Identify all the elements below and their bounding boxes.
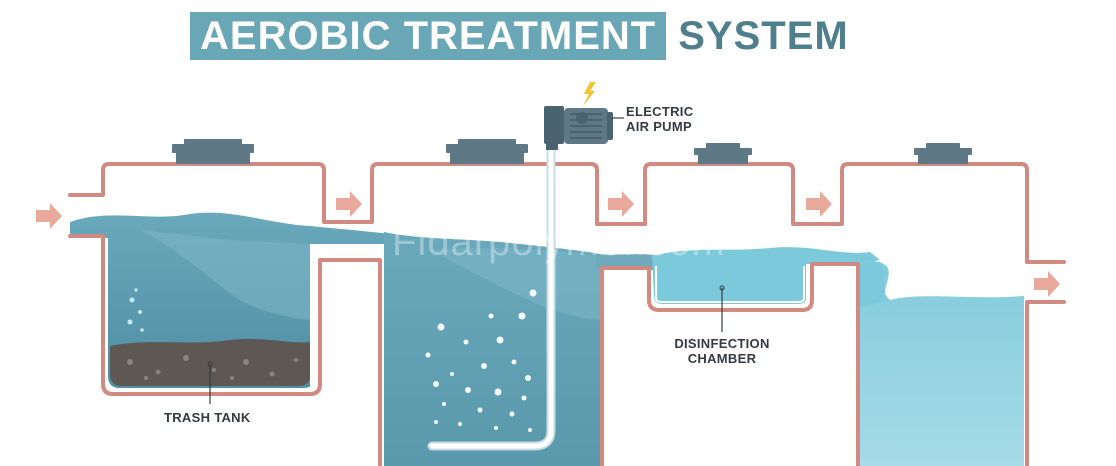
flow-arrow-icon-outlet (1034, 271, 1060, 297)
tank1-water-shade (140, 230, 310, 320)
tank2-lid (446, 144, 528, 153)
flow-arrow-icon-1 (336, 191, 362, 217)
tank3-inner-highlight (655, 266, 805, 303)
title-highlight: AEROBIC TREATMENT (190, 12, 667, 60)
disinfection-label-line-1: DISINFECTION (674, 336, 770, 351)
tank1-inlet-bottom (68, 234, 382, 466)
tank2-water-shade (430, 248, 600, 320)
title-rest: SYSTEM (678, 14, 849, 58)
tank4-water-shade (860, 262, 890, 308)
flow-arrow-icon-inlet (36, 203, 62, 229)
disinfection-label: DISINFECTION CHAMBER (668, 336, 776, 366)
disinfection-label-line-2: CHAMBER (687, 351, 757, 366)
tank3-lid (694, 148, 752, 155)
flow-arrow-icon-3 (806, 191, 832, 217)
flow-arrow-icon-2 (608, 191, 634, 217)
trash-tank-label: TRASH TANK (164, 410, 251, 425)
tank4-lid (914, 148, 972, 155)
tank3-water (652, 247, 880, 304)
watermark: Fidarpolymer.com (392, 220, 726, 264)
pump-label-line-1: ELECTRIC (626, 104, 694, 119)
tank1-lid (172, 144, 254, 153)
lightning-bolt-icon (583, 82, 596, 106)
pump-label: ELECTRIC AIR PUMP (626, 104, 693, 134)
tank4-top (840, 162, 1066, 264)
tank2-top (370, 162, 647, 226)
tank4-outlet-bottom (1025, 300, 1066, 466)
tank4-water (860, 261, 1024, 466)
tank2-right-wall (600, 262, 860, 466)
page-title: AEROBIC TREATMENT SYSTEM (190, 12, 849, 60)
electric-air-pump-icon (544, 106, 613, 150)
pump-label-line-2: AIR PUMP (626, 119, 692, 134)
tank3-top (643, 162, 844, 226)
